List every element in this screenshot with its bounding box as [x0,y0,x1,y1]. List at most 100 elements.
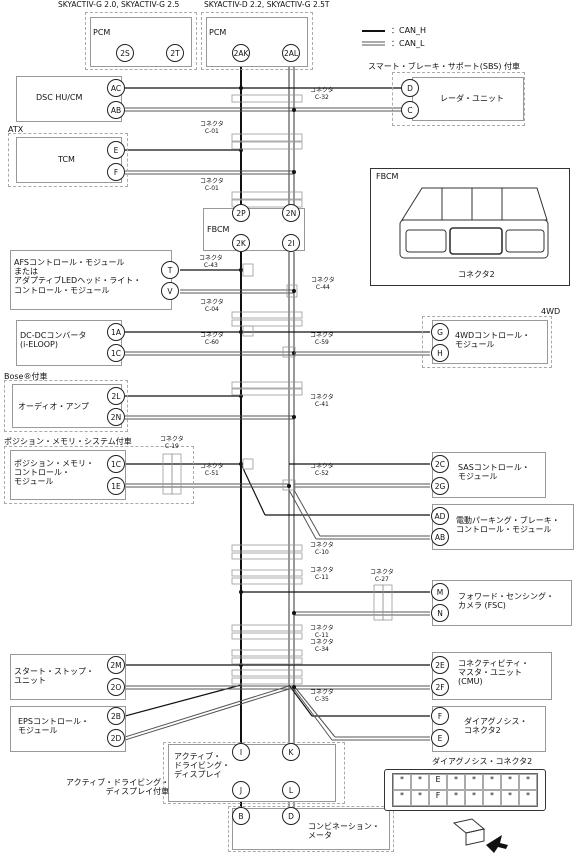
connector-id: C-19 [164,442,179,450]
pin-tcm-l: F [107,163,125,181]
fbcm-connector-icon [399,187,549,259]
connector-word: コネクタ [310,689,334,696]
pin-fourwd-h: G [431,323,449,341]
pin-pcm-d-h: 2AK [232,44,250,62]
connector-word: コネクタ [160,436,184,443]
pcm-g-group [85,12,197,70]
pin-epb-h: AD [431,507,449,525]
atx-group [8,133,128,187]
pin-dsc-h: AC [107,79,125,97]
connector-word: コネクタ [310,394,334,401]
pin-dcdc-l: 1C [107,344,125,362]
connector-word: コネクタ [310,542,334,549]
connector-id: C-11 [314,573,329,581]
pin-eps-h: 2B [107,707,125,725]
diag-cell: * [411,790,429,806]
pin-fsc-l: N [431,604,449,622]
pin-afs-h: T [161,261,179,279]
radar-box [412,77,524,121]
diag-connector-title: ダイアグノシス・コネクタ2 [432,757,533,766]
diag-cell: * [465,774,483,790]
pin-pcm-g-l: 2T [166,44,184,62]
pin-ad-l2: L [282,781,300,799]
connector-id: C-41 [314,400,329,408]
start-stop-box [10,654,126,700]
connector-id: C-11 [314,631,329,639]
connector-word: コネクタ [200,299,224,306]
tcm-box [16,137,122,183]
eps-label: EPSコントロール・ モジュール [18,717,89,736]
fourwd-group [422,316,552,368]
fsc-label: フォワード・センシング・ カメラ (FSC) [458,592,554,611]
bose-group [4,380,128,432]
connector-id: C-32 [314,93,329,101]
pin-pcm-g-h: 2S [116,44,134,62]
fourwd-box [432,320,548,364]
pin-combi-l: D [282,807,300,825]
active-drive-box [168,744,336,802]
pin-fsc-h: M [431,583,449,601]
connector-id: C-34 [314,645,329,653]
connector-word: コネクタ [310,332,334,339]
connector-word: コネクタ [310,639,334,646]
diag-cell: * [483,774,501,790]
diag-cell: * [447,774,465,790]
active-drive-label: アクティブ・ ドライビング・ ディスプレイ [174,752,230,780]
psm-note: ポジション・メモリ・システム付車 [4,437,132,446]
legend-can-h: ：CAN_H [391,26,427,35]
diag-cell: * [519,774,537,790]
diag-cell: * [393,790,411,806]
diag-box [432,706,546,752]
epb-label: 電動パーキング・ブレーキ・ コントロール・モジュール [456,516,560,535]
connector-word: コネクタ [200,463,224,470]
pin-ad-h: I [232,743,250,761]
pin-start-l: 2O [107,678,125,696]
pin-epb-l: AB [431,528,449,546]
pin-psm-h: 1C [107,455,125,473]
fbcm-label: FBCM [207,225,230,234]
pin-audio-l: 2N [107,408,125,426]
cmu-box [432,652,552,700]
connector-id: C-27 [374,575,389,583]
connector-id: C-01 [204,127,219,135]
diag-cell: * [411,774,429,790]
pin-fbcm-h-top: 2P [232,204,250,222]
connector-id: C-59 [314,338,329,346]
active-drive-group [163,742,345,804]
pin-dcdc-h: 1A [107,323,125,341]
connector-word: コネクタ [200,332,224,339]
start-stop-label: スタート・ストップ・ ユニット [14,667,94,686]
connector-word: コネクタ [310,463,334,470]
diag-cell: * [519,790,537,806]
pin-sas-l: 2G [431,477,449,495]
pin-ad-l: K [282,743,300,761]
psm-box [10,450,126,500]
pin-sas-h: 2C [431,455,449,473]
engine-variant-d: SKYACTIV-D 2.2, SKYACTIV-G 2.5T [204,0,330,9]
pin-ad-h2: J [232,781,250,799]
diag-cell: * [447,790,465,806]
pin-fourwd-l: H [431,344,449,362]
dcdc-box [16,320,122,366]
pin-tcm-h: E [107,141,125,159]
dcdc-label: DC-DCコンバータ (i-ELOOP) [20,331,87,350]
pin-fbcm-l-bot: 2I [282,234,300,252]
fbcm-inset-connector: コネクタ2 [458,270,495,279]
cmu-label: コネクティビティ・ マスタ・ユニット (CMU) [458,659,530,687]
connector-word: コネクタ [200,121,224,128]
afs-box [10,250,172,310]
diag-cell: * [501,790,519,806]
combi-group [228,806,394,852]
afs-label: AFSコントロール・モジュール または アダプティブLEDヘッド・ライト・ コン… [14,258,142,295]
